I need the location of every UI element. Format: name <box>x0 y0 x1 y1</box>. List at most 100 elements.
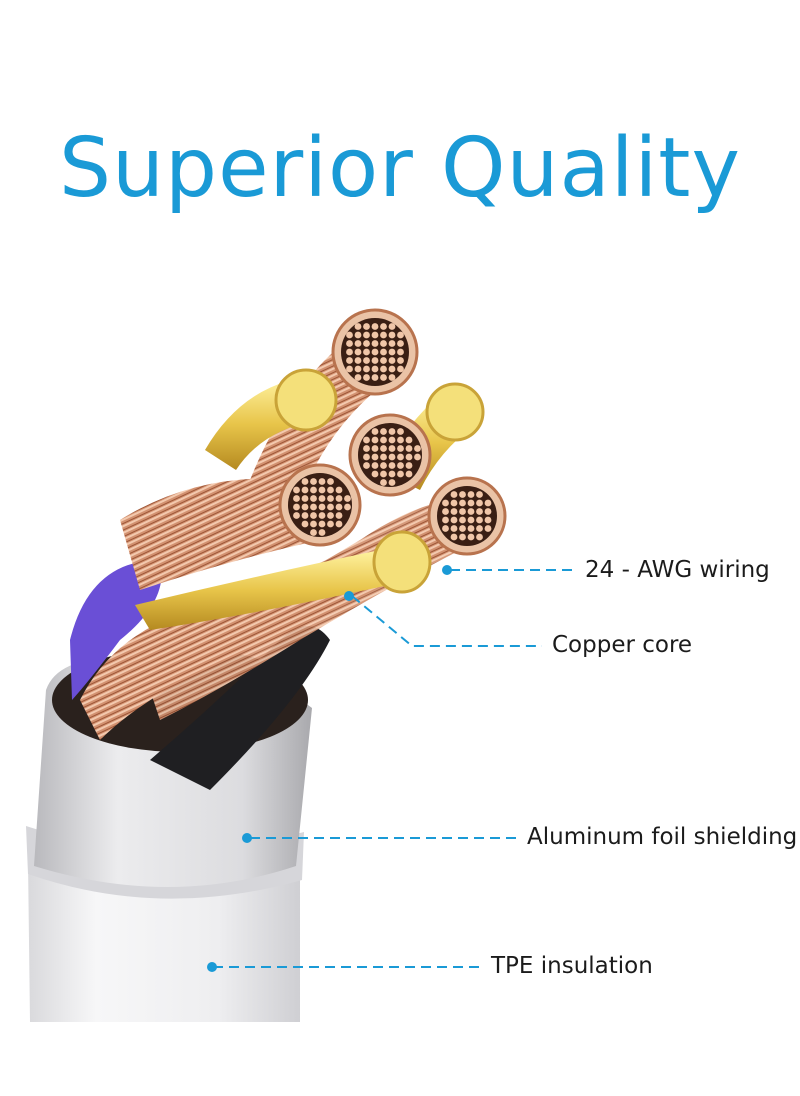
strand-dot <box>405 470 413 478</box>
strand-dot <box>310 486 317 494</box>
strand-dot <box>388 340 396 347</box>
gold-end-2 <box>425 382 485 442</box>
strand-dot <box>397 331 404 339</box>
strand-dots <box>293 323 492 541</box>
strand-dot <box>344 495 351 502</box>
strand-dot <box>371 365 379 373</box>
gold-wire-front <box>135 550 420 630</box>
strand-dot <box>380 479 387 486</box>
strand-dot <box>363 462 370 469</box>
callout-dot-awg <box>442 565 452 575</box>
strand-dot <box>450 508 458 515</box>
strand-dot <box>397 348 404 356</box>
strand-dot <box>346 365 353 373</box>
strand-dot <box>371 470 379 478</box>
strand-dot <box>354 357 362 364</box>
strand-dot <box>459 516 466 524</box>
strand-dot <box>301 478 309 485</box>
strand-dot <box>335 486 343 494</box>
strand-dot <box>388 365 396 373</box>
strand-dot <box>459 525 466 532</box>
strand-dot <box>371 374 379 381</box>
strand-dot <box>346 331 353 339</box>
strand-dot <box>371 348 379 356</box>
strand-dot <box>380 470 387 478</box>
strand-dot <box>397 436 404 444</box>
strand-dot <box>363 436 370 444</box>
strand-dot <box>371 357 379 364</box>
strand-dot <box>397 428 404 435</box>
strand-dot <box>371 436 379 444</box>
strand-dot <box>388 428 396 435</box>
strand-dot <box>380 331 387 339</box>
strand-dot <box>318 478 326 485</box>
strand-dot <box>363 340 370 347</box>
strand-dot <box>335 512 343 519</box>
strand-dot <box>380 445 387 452</box>
strand-dot <box>371 462 379 469</box>
copper-core-end-4 <box>427 476 507 556</box>
strand-dot <box>310 503 317 511</box>
strand-dot <box>371 331 379 339</box>
strand-dot <box>318 503 326 511</box>
strand-dot <box>467 516 475 524</box>
strand-dot <box>363 331 370 339</box>
strand-dot <box>354 323 362 330</box>
strand-dot <box>310 512 317 519</box>
strand-dot <box>405 462 413 469</box>
strand-dot <box>346 348 353 356</box>
strand-dot <box>467 533 475 541</box>
strand-dot <box>354 348 362 356</box>
strand-dot <box>397 340 404 347</box>
strand-dot <box>388 453 396 461</box>
callout-dot-tpe <box>207 962 217 972</box>
strand-dot <box>354 340 362 347</box>
strand-dot <box>363 357 370 364</box>
copper-bundle-back <box>120 478 323 590</box>
strand-dot <box>414 453 421 461</box>
strand-dot <box>442 508 449 515</box>
strand-dot <box>371 323 379 330</box>
strand-dot <box>335 503 343 511</box>
callout-label-awg: 24 - AWG wiring <box>585 557 770 583</box>
strand-dot <box>346 357 353 364</box>
strand-dot <box>363 453 370 461</box>
strand-dot <box>476 525 483 532</box>
strand-dot <box>397 357 404 364</box>
strand-dot <box>476 491 483 498</box>
strand-dot <box>293 512 300 519</box>
strand-dot <box>301 520 309 528</box>
strand-dot <box>363 365 370 373</box>
callout-dot-copper <box>344 591 354 601</box>
strand-dot <box>459 499 466 507</box>
strand-dot <box>335 495 343 502</box>
strand-dot <box>293 503 300 511</box>
strand-dot <box>380 453 387 461</box>
strand-dot <box>310 495 317 502</box>
strand-dot <box>327 512 334 519</box>
strand-dot <box>380 436 387 444</box>
strand-dot <box>380 348 387 356</box>
strand-dot <box>346 340 353 347</box>
strand-dot <box>318 486 326 494</box>
strand-dot <box>310 478 317 485</box>
strand-dot <box>318 520 326 528</box>
strand-dot <box>354 365 362 373</box>
callout-label-copper: Copper core <box>552 632 693 658</box>
strand-dot <box>388 436 396 444</box>
strand-dot <box>380 462 387 469</box>
strand-dot <box>405 453 413 461</box>
strand-dot <box>301 503 309 511</box>
strand-dot <box>476 533 483 541</box>
tpe-jacket <box>28 860 300 1022</box>
strand-dot <box>484 499 492 507</box>
strand-dot <box>388 470 396 478</box>
strand-dot <box>476 516 483 524</box>
strand-dot <box>371 428 379 435</box>
strand-dot <box>476 508 483 515</box>
strand-dot <box>388 445 396 452</box>
strand-dot <box>327 495 334 502</box>
strand-dot <box>442 525 449 532</box>
strand-dot <box>414 445 421 452</box>
